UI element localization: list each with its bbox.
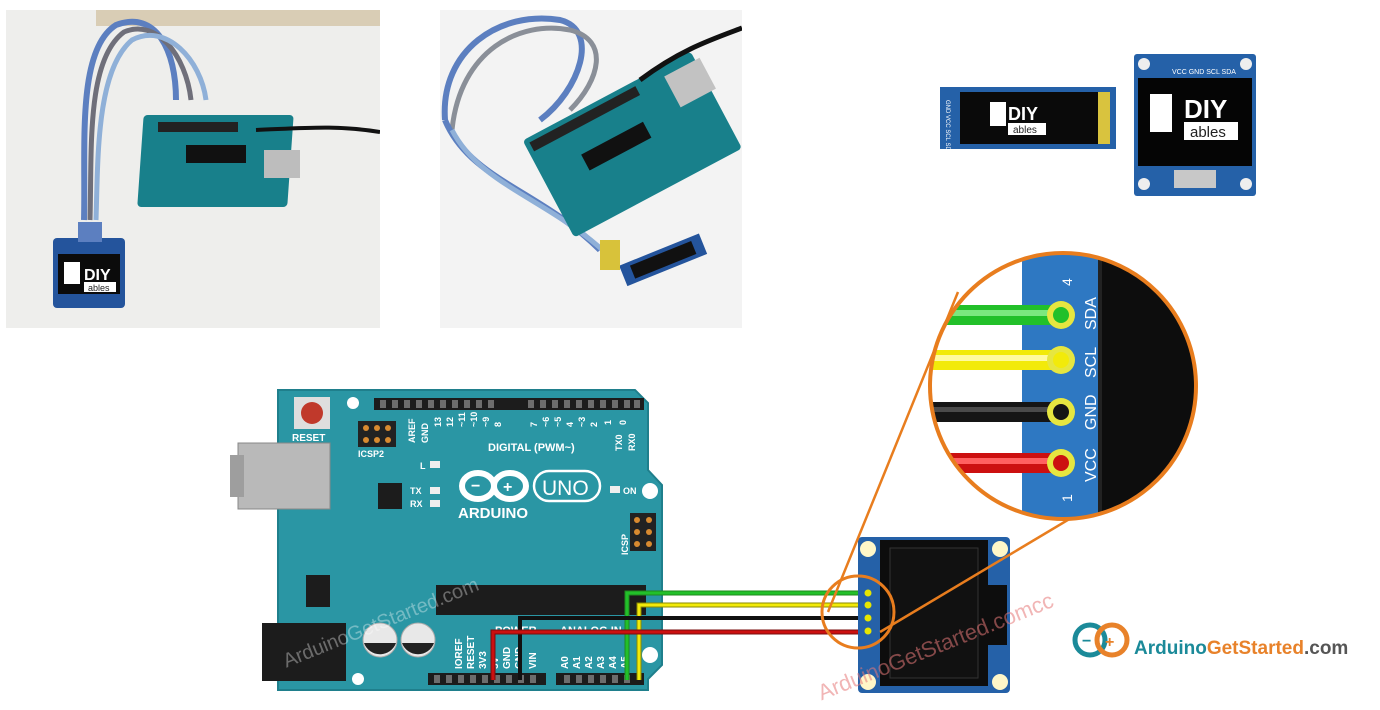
- label-reset-pin: RESET: [466, 636, 477, 669]
- atmega-chip: [436, 585, 646, 615]
- label-led-l: L: [420, 461, 426, 471]
- label-pin12: 12: [445, 417, 455, 427]
- zoom-label-scl: SCL: [1083, 347, 1100, 378]
- label-ioref: IOREF: [454, 638, 465, 669]
- zoom-label-vcc: VCC: [1083, 448, 1100, 482]
- label-reset: RESET: [292, 433, 325, 444]
- label-pin11: ~11: [457, 412, 467, 427]
- label-pin0: 0: [618, 420, 628, 425]
- svg-text:+: +: [1105, 634, 1114, 651]
- label-gnd1: GND: [502, 647, 513, 669]
- label-pin1: 1: [603, 420, 613, 425]
- zoom-source-circle: [820, 574, 896, 650]
- label-pin7: 7: [529, 422, 539, 427]
- zoom-pin-number-1: 1: [1059, 494, 1075, 502]
- label-arduino: ARDUINO: [458, 505, 528, 522]
- brand-name-part1: Arduino: [1134, 638, 1207, 659]
- usb-connector: [237, 442, 331, 510]
- label-a0: A0: [560, 656, 571, 669]
- svg-text:−: −: [471, 478, 480, 495]
- photo-3-small-logo-top: DIY: [1008, 104, 1038, 124]
- label-led-rx: RX: [410, 499, 423, 509]
- label-a3: A3: [596, 656, 607, 669]
- label-pin10: ~10: [469, 412, 479, 427]
- photo-3-small-pins: GND VCC SCL SDA: [944, 100, 950, 155]
- label-tx0: TX0: [614, 434, 624, 451]
- photo-3-large-logo-bottom: ables: [1190, 124, 1226, 141]
- svg-text:−: −: [1082, 633, 1091, 650]
- icsp2-header: [358, 421, 396, 447]
- photo-1-logo-bottom: ables: [88, 283, 110, 293]
- label-a2: A2: [584, 656, 595, 669]
- label-3v3: 3V3: [478, 651, 489, 669]
- label-digital: DIGITAL (PWM~): [488, 442, 575, 454]
- label-pin13: 13: [433, 417, 443, 427]
- zoom-label-sda: SDA: [1083, 297, 1100, 330]
- oled-module: [858, 537, 1010, 693]
- brand-name-part3: .com: [1303, 638, 1349, 659]
- photo-1-drawing: DIY ables: [6, 10, 380, 328]
- label-icsp: ICSP: [620, 534, 630, 555]
- icsp-header: [630, 513, 656, 551]
- label-vin: VIN: [528, 652, 539, 669]
- brand-name: ArduinoGetStarted.com: [1134, 638, 1348, 660]
- label-on: ON: [623, 486, 637, 496]
- label-pin2: 2: [589, 422, 599, 427]
- power-jack: [262, 623, 346, 681]
- zoom-circle: [928, 251, 1198, 521]
- arduinogetstarted-logo: − + ArduinoGetStarted.com: [1068, 612, 1368, 672]
- svg-text:+: +: [503, 479, 512, 496]
- label-icsp2: ICSP2: [358, 449, 384, 459]
- label-pin9: ~9: [481, 417, 491, 427]
- zoom-pin-number-4: 4: [1059, 278, 1075, 286]
- photo-3-large-logo-top: DIY: [1184, 94, 1227, 124]
- brand-icon: − +: [1072, 622, 1130, 658]
- photo-3-drawing: GND VCC SCL SDA DIY ables VCC GND SCL SD…: [940, 54, 1256, 196]
- label-pin3: ~3: [577, 417, 587, 427]
- label-pin5: ~5: [553, 417, 563, 427]
- label-pin8: 8: [493, 422, 503, 427]
- wire-vcc: [490, 629, 866, 680]
- label-led-tx: TX: [410, 486, 422, 496]
- label-gnd-top: GND: [420, 423, 430, 444]
- zoom-detail: SDA SCL GND VCC 4 1: [930, 253, 1196, 519]
- label-aref: AREF: [407, 418, 417, 443]
- photo-3-large-pins: VCC GND SCL SDA: [1172, 69, 1236, 76]
- photo-oled-modules: GND VCC SCL SDA DIY ables VCC GND SCL SD…: [938, 50, 1258, 198]
- label-pin4: 4: [565, 422, 575, 427]
- wire-gnd: [518, 616, 866, 680]
- label-a4: A4: [608, 656, 619, 669]
- zoom-label-gnd: GND: [1083, 394, 1100, 430]
- photo-3-small-logo-bottom: ables: [1013, 125, 1037, 136]
- label-pin6: ~6: [541, 417, 551, 427]
- label-rx0: RX0: [627, 433, 637, 451]
- photo-1-logo-top: DIY: [84, 267, 111, 284]
- photo-arduino-oled-128x64: DIY ables: [6, 10, 380, 328]
- photo-arduino-oled-128x32: [440, 10, 742, 328]
- label-a1: A1: [572, 656, 583, 669]
- label-uno: UNO: [542, 477, 589, 500]
- brand-name-part2: GetStarted: [1206, 638, 1304, 659]
- arduino-logo: [459, 470, 529, 502]
- photo-2-drawing: [440, 10, 742, 328]
